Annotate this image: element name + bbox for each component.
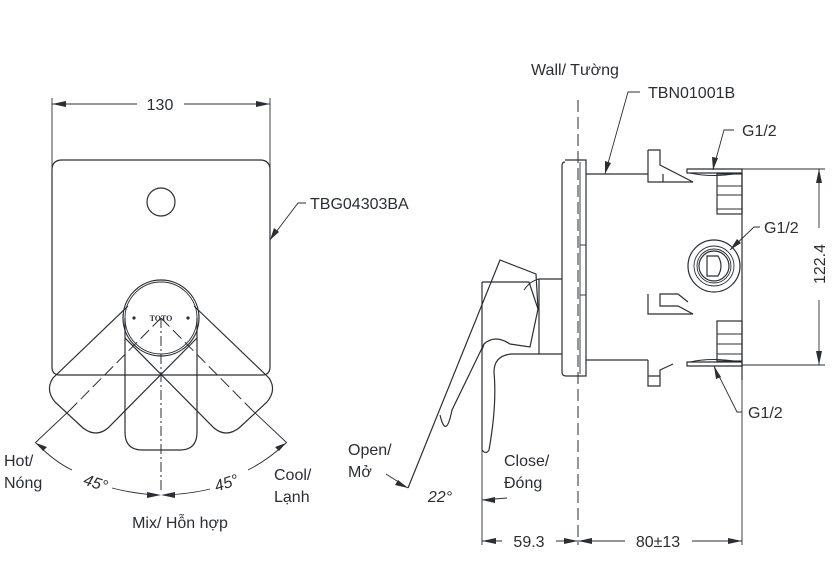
lever-open-position	[407, 259, 539, 489]
handle-depth-label: 59.3	[513, 534, 544, 551]
close-label-line2: Đóng	[504, 475, 542, 492]
valve-body-leader: TBN01001B	[604, 85, 735, 175]
side-view: Wall/ Tường	[348, 62, 829, 551]
cool-extension-line	[251, 409, 288, 444]
hot-label-line2: Nóng	[4, 475, 42, 492]
hot-angle-label: 45°	[81, 472, 110, 496]
width-dimension: 130	[51, 97, 271, 240]
cool-angle-label: 45°	[212, 472, 241, 496]
width-dimension-label: 130	[147, 97, 174, 114]
bonnet-curve	[523, 278, 540, 291]
top-connection-label: G1/2	[742, 123, 777, 140]
hot-centerline	[69, 317, 162, 411]
escutcheon-flange	[561, 159, 587, 377]
middle-connection-leader: G1/2	[729, 220, 799, 251]
cold-indicator-dot	[186, 316, 190, 320]
valve-body-part-number: TBN01001B	[648, 85, 735, 102]
lever-closed-position	[481, 281, 539, 454]
cool-label-line2: Lạnh	[274, 489, 310, 506]
cool-label-line1: Cool/	[274, 467, 312, 484]
height-dimension-label: 122.4	[812, 244, 829, 284]
handle-angle-annotation: 22°	[385, 450, 508, 545]
bottom-outlet	[686, 320, 743, 367]
bottom-connection-leader: G1/2	[713, 365, 783, 422]
mix-label: Mix/ Hỗn hợp	[132, 513, 228, 532]
hot-extension-line	[34, 409, 71, 444]
middle-port	[687, 239, 741, 293]
bottom-connection-label: G1/2	[748, 405, 783, 422]
cover-plate-leader: TBG04303BA	[269, 196, 409, 241]
cover-plate	[51, 159, 271, 376]
height-dimension: 122.4	[742, 168, 829, 366]
rotation-angle-arcs: 45° 45°	[35, 442, 287, 498]
top-outlet	[686, 168, 743, 215]
cover-plate-part-number: TBG04303BA	[310, 196, 409, 213]
cool-centerline	[160, 317, 253, 411]
body-depth-label: 80±13	[636, 534, 680, 551]
handle-bonnet	[538, 278, 562, 355]
hot-indicator-dot	[132, 316, 136, 320]
depth-dimensions: 59.3 80±13	[482, 380, 743, 551]
wall-label: Wall/ Tường	[531, 62, 619, 79]
open-label-line2: Mở	[348, 464, 372, 481]
front-view: 130 TBG04303BA TOTO	[4, 97, 409, 532]
valve-body	[586, 149, 743, 387]
middle-connection-label: G1/2	[764, 220, 799, 237]
lever-cool-position	[124, 305, 274, 434]
diverter-hole	[146, 187, 176, 217]
open-label-line1: Open/	[348, 442, 392, 459]
top-connection-leader: G1/2	[712, 123, 777, 171]
close-label-line1: Close/	[504, 453, 550, 470]
hot-label-line1: Hot/	[4, 453, 34, 470]
lever-hot-position	[48, 305, 198, 434]
handle-angle-label: 22°	[427, 489, 453, 506]
